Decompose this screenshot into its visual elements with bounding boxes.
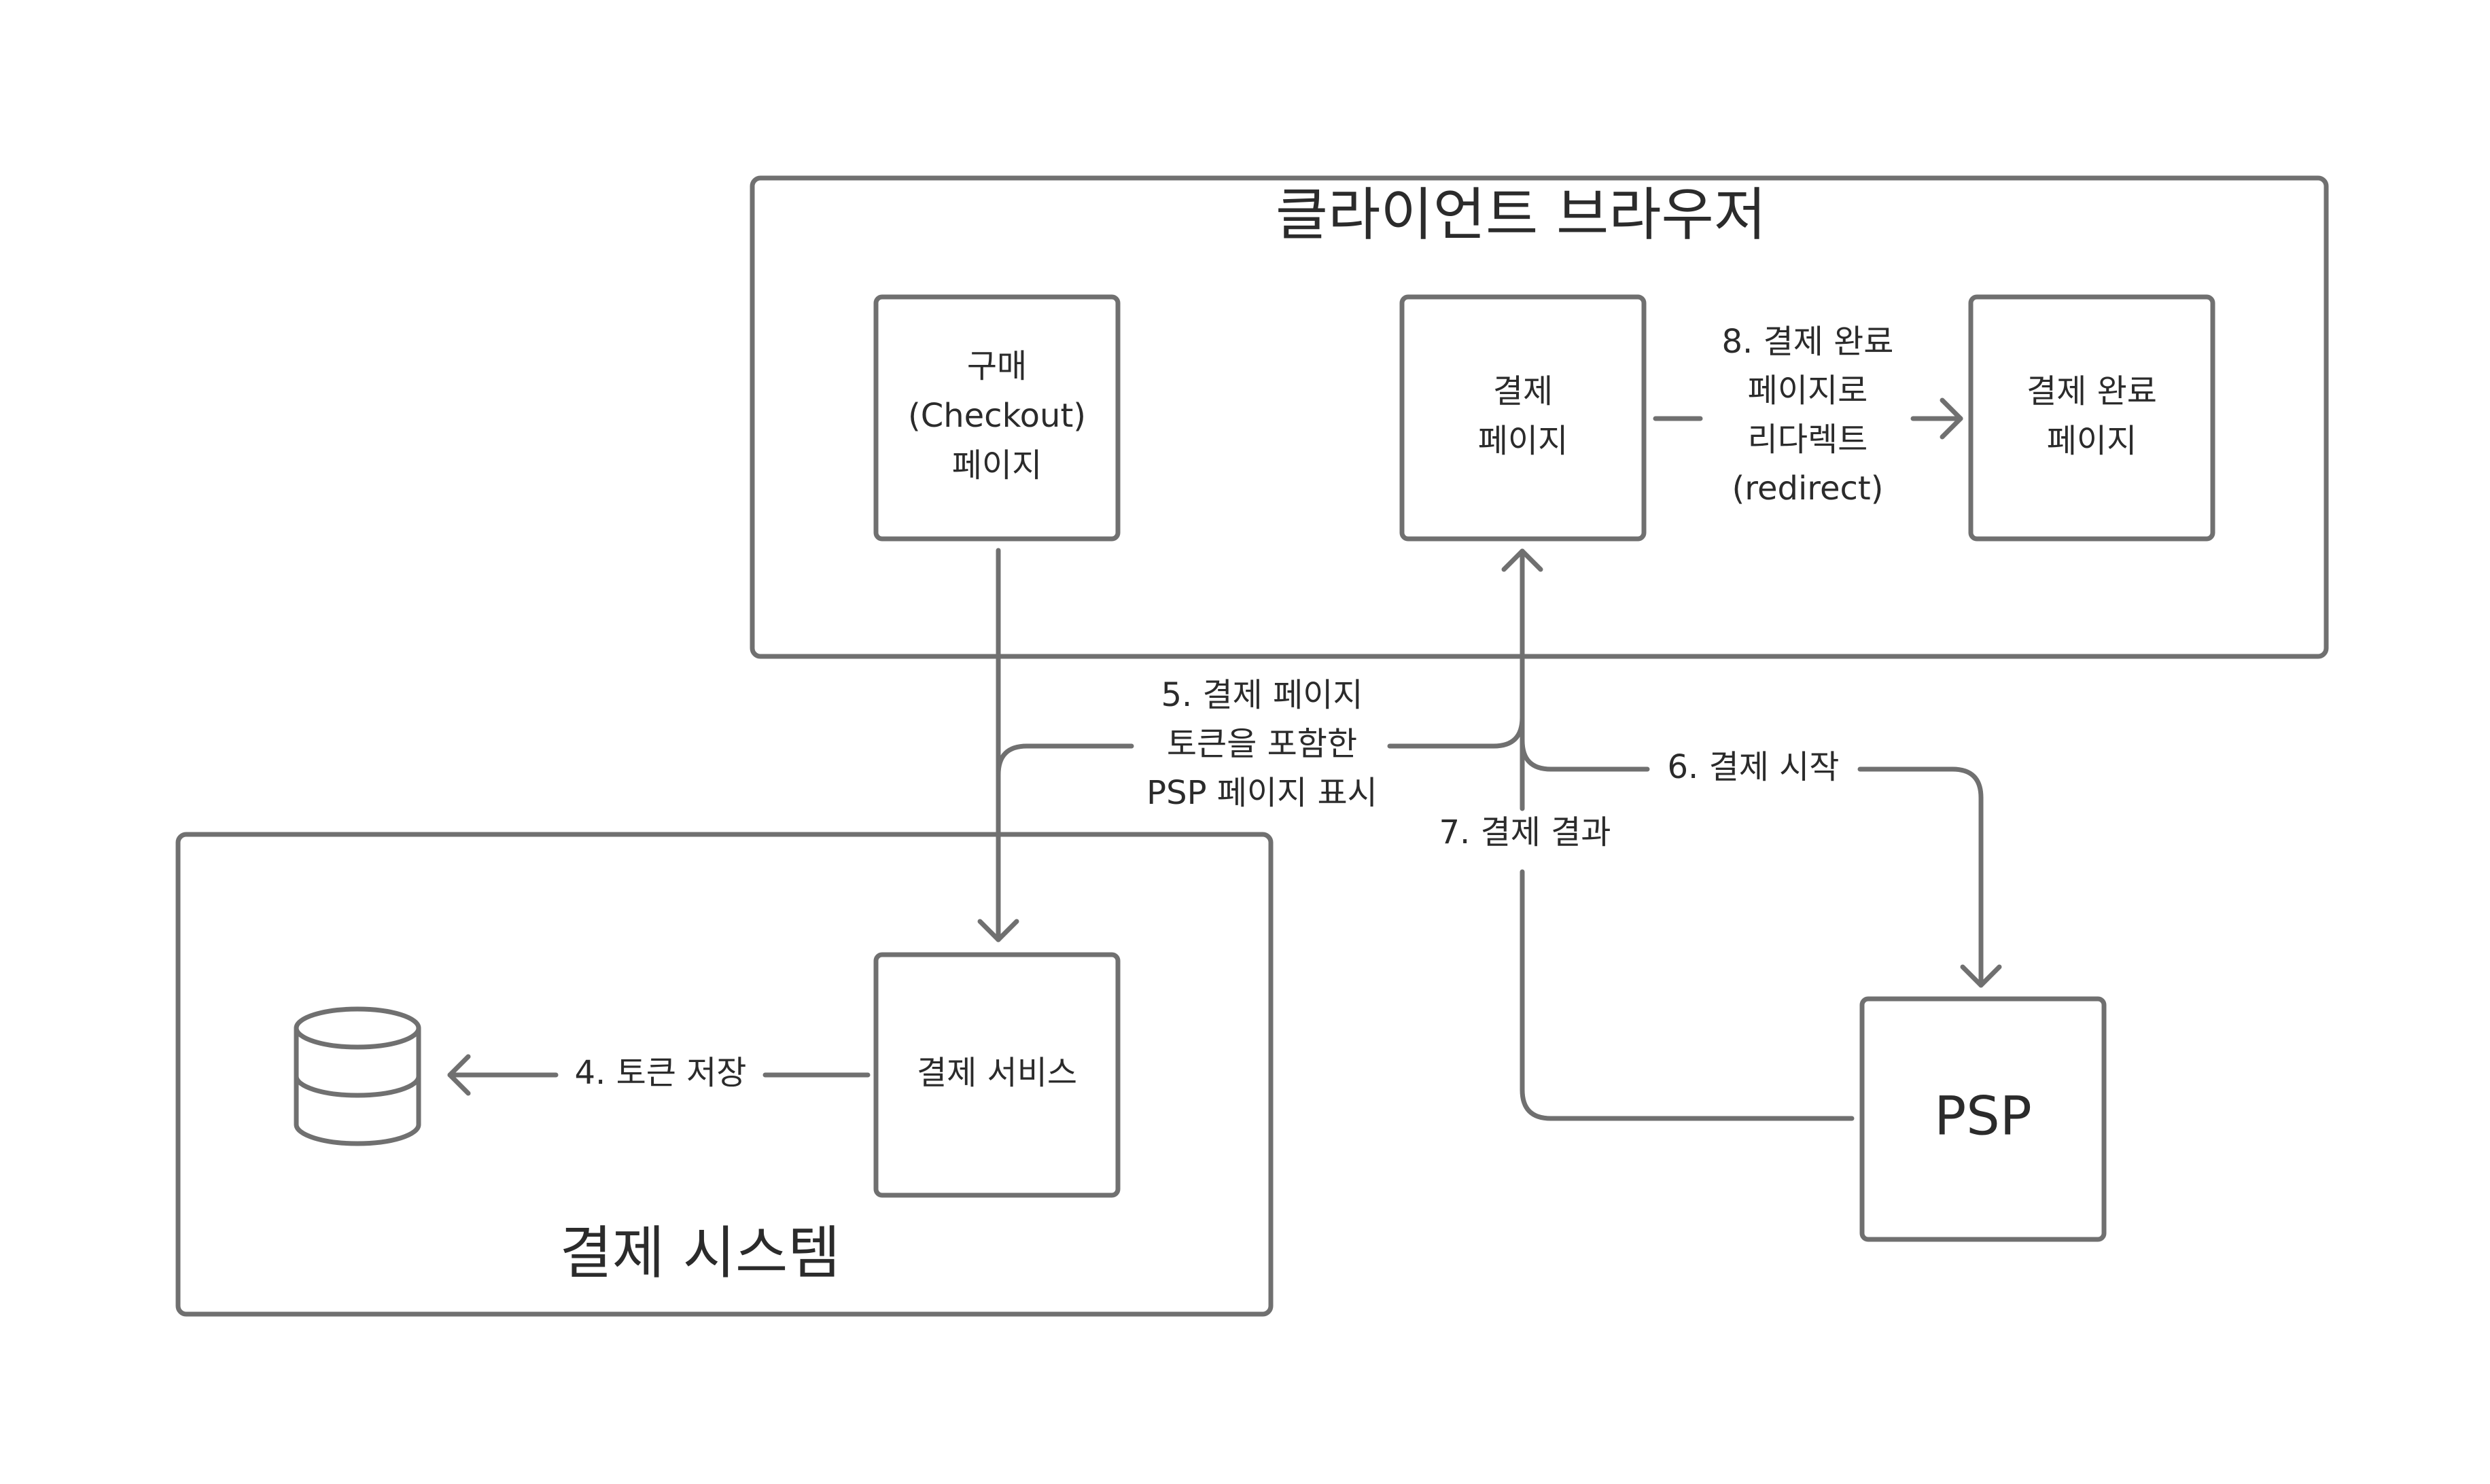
- payment-system-title: 결제 시스템: [559, 1220, 840, 1286]
- payment-complete-page-label-1: 결제 완료: [2027, 372, 2157, 410]
- checkout-page-label-2: (Checkout): [908, 397, 1086, 435]
- step5-label-3: PSP 페이지 표시: [1146, 774, 1378, 812]
- checkout-page-label-3: 페이지: [952, 446, 1042, 484]
- payment-service-node: [873, 952, 1121, 1198]
- payment-page-label-1: 결제: [1493, 372, 1553, 410]
- edge-step6-b: [1857, 766, 1984, 988]
- edge-step7: [1520, 869, 1855, 1121]
- step8-label-2: 페이지로: [1748, 372, 1868, 410]
- database-icon: [294, 1006, 421, 1146]
- checkout-page-label-1: 구매: [967, 347, 1027, 385]
- step8-label-3: 리다렉트: [1748, 421, 1868, 459]
- psp-label: PSP: [1934, 1086, 2032, 1147]
- edge-step6-a: [1520, 738, 1650, 772]
- payment-page-label-2: 페이지: [1478, 422, 1568, 460]
- psp-node: [1859, 996, 2107, 1242]
- client-browser-title: 클라이언트 브라우저: [1276, 181, 1766, 248]
- arrowhead-database: [447, 1054, 471, 1096]
- arrowhead-service: [977, 919, 1019, 942]
- step5-label-1: 5. 결제 페이지: [1161, 676, 1363, 714]
- checkout-page-node: [873, 294, 1121, 542]
- payment-page-node: [1399, 294, 1647, 542]
- step6-label: 6. 결제 시작: [1668, 748, 1840, 786]
- payment-system-group: [175, 832, 1274, 1317]
- payment-complete-page-node: [1968, 294, 2215, 542]
- arrowhead-complete-page: [1940, 398, 1963, 440]
- step4-label: 4. 토큰 저장: [575, 1054, 747, 1092]
- edge-step5-right: [1387, 715, 1525, 749]
- arrowhead-psp: [1960, 964, 2002, 988]
- step8-label-4: (redirect): [1732, 470, 1884, 508]
- payment-complete-page-label-2: 페이지: [2047, 422, 2137, 460]
- step8-label-1: 8. 결제 완료: [1722, 323, 1894, 361]
- payment-service-label: 결제 서비스: [917, 1054, 1077, 1092]
- arrowhead-payment-page: [1501, 548, 1543, 572]
- step7-label: 7. 결제 결과: [1439, 813, 1611, 851]
- edge-step5-left: [996, 743, 1134, 777]
- step5-label-2: 토큰을 포함한: [1167, 725, 1357, 763]
- client-browser-group: [750, 175, 2329, 659]
